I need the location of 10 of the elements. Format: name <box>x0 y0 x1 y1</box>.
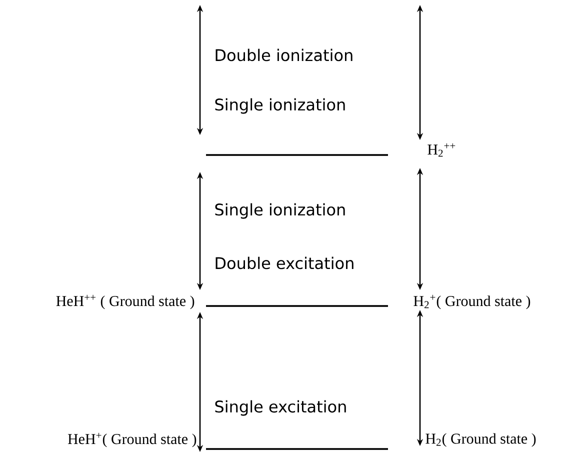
process-label: Single ionization <box>215 98 345 114</box>
process-label: Double ionization <box>216 48 352 62</box>
level-label: H$_{2}$++ <box>428 143 456 157</box>
process-label: Single ionization <box>215 203 345 219</box>
level-label: HeH$^{+}$( Ground state ) <box>68 432 196 448</box>
level-label: HeH$^{++}$ ( Ground state ) <box>56 294 194 310</box>
level-label: H$_{2}$( Ground state ) <box>426 433 536 447</box>
level-label: H$_{2}$$^{+}$( Ground state ) <box>414 294 530 310</box>
process-label: Single excitation <box>215 400 346 416</box>
process-label: Double excitation <box>216 256 354 270</box>
